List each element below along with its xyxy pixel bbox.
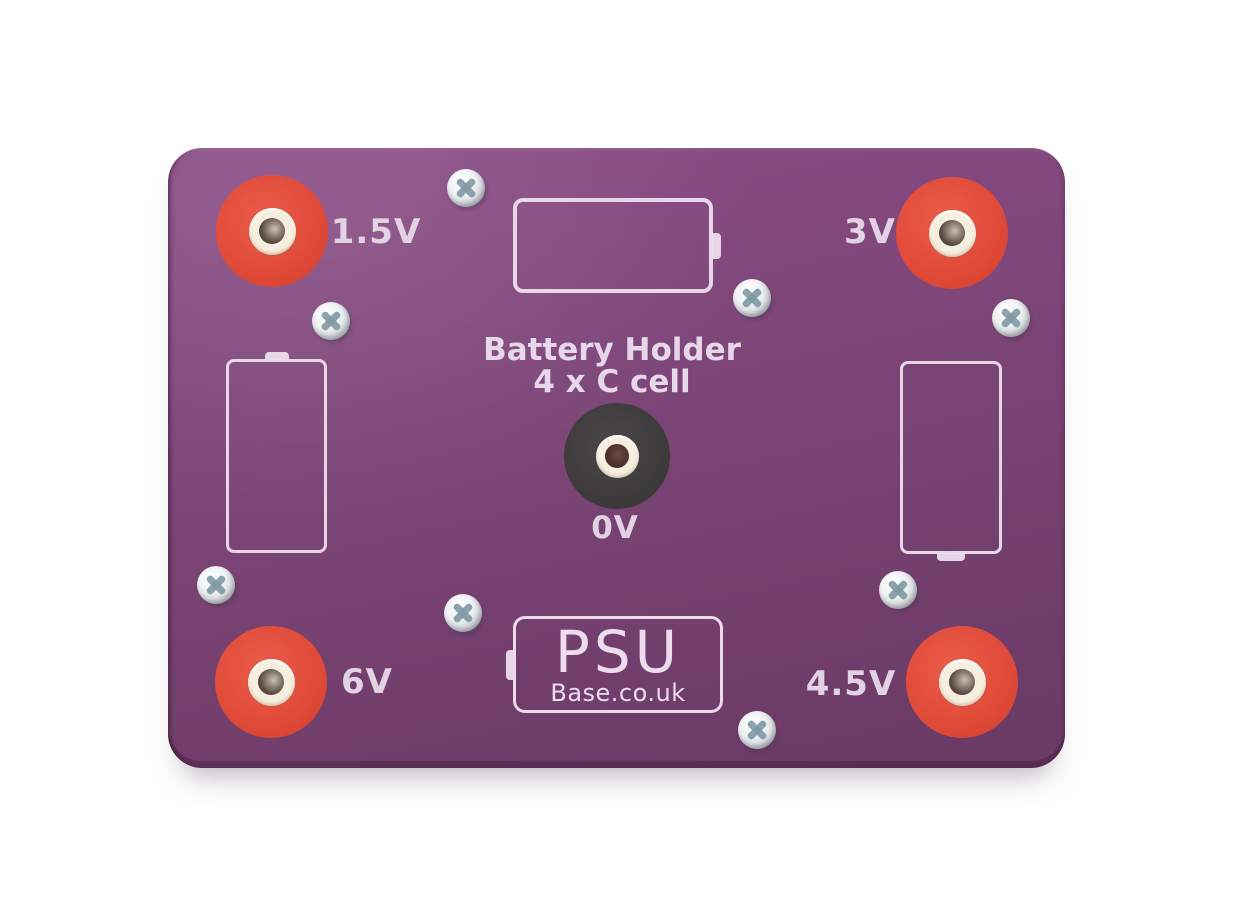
terminal-socket [247,658,295,706]
terminal-post-0v [564,403,670,509]
brand-domain: Base.co.uk [550,678,686,707]
terminal-label-1-5v: 1.5V [330,212,422,252]
terminal-label-3v: 3V [844,212,896,252]
terminal-post-3v [896,177,1008,289]
phillips-screw-icon [312,302,350,340]
product-title: Battery Holder 4 x C cell [483,334,741,398]
phillips-screw-icon [444,594,482,632]
product-title-line1: Battery Holder [483,332,741,368]
terminal-hole [605,444,629,468]
battery-positive-tab [712,232,721,259]
terminal-post-6v [215,626,327,738]
terminal-label-6v: 6V [341,662,393,702]
battery-outline-right [900,361,1002,561]
battery-positive-tab [937,553,965,561]
terminal-label-0v: 0V [591,510,639,546]
terminal-socket [938,658,986,706]
brand-logo: PSU Base.co.uk [506,616,723,713]
terminal-hole [949,669,975,695]
product-title-line2: 4 x C cell [533,364,691,400]
phillips-screw-icon [447,169,485,207]
brand-name: PSU [554,617,682,686]
battery-outline-top [513,198,721,293]
terminal-label-4-5v: 4.5V [805,664,897,704]
terminal-socket [595,434,639,478]
battery-positive-tab [264,352,289,360]
phillips-screw-icon [197,566,235,604]
phillips-screw-icon [733,279,771,317]
phillips-screw-icon [879,571,917,609]
battery-holder-board: Battery Holder 4 x C cell [168,148,1065,768]
terminal-socket [928,209,976,257]
phillips-screw-icon [992,299,1030,337]
battery-positive-tab [506,649,514,680]
terminal-hole [939,220,965,246]
terminal-hole [258,669,284,695]
phillips-screw-icon [738,711,776,749]
terminal-hole [259,218,285,244]
terminal-socket [248,207,296,255]
terminal-post-4-5v [906,626,1018,738]
terminal-post-1-5v [216,175,328,287]
battery-outline-left [226,352,327,553]
